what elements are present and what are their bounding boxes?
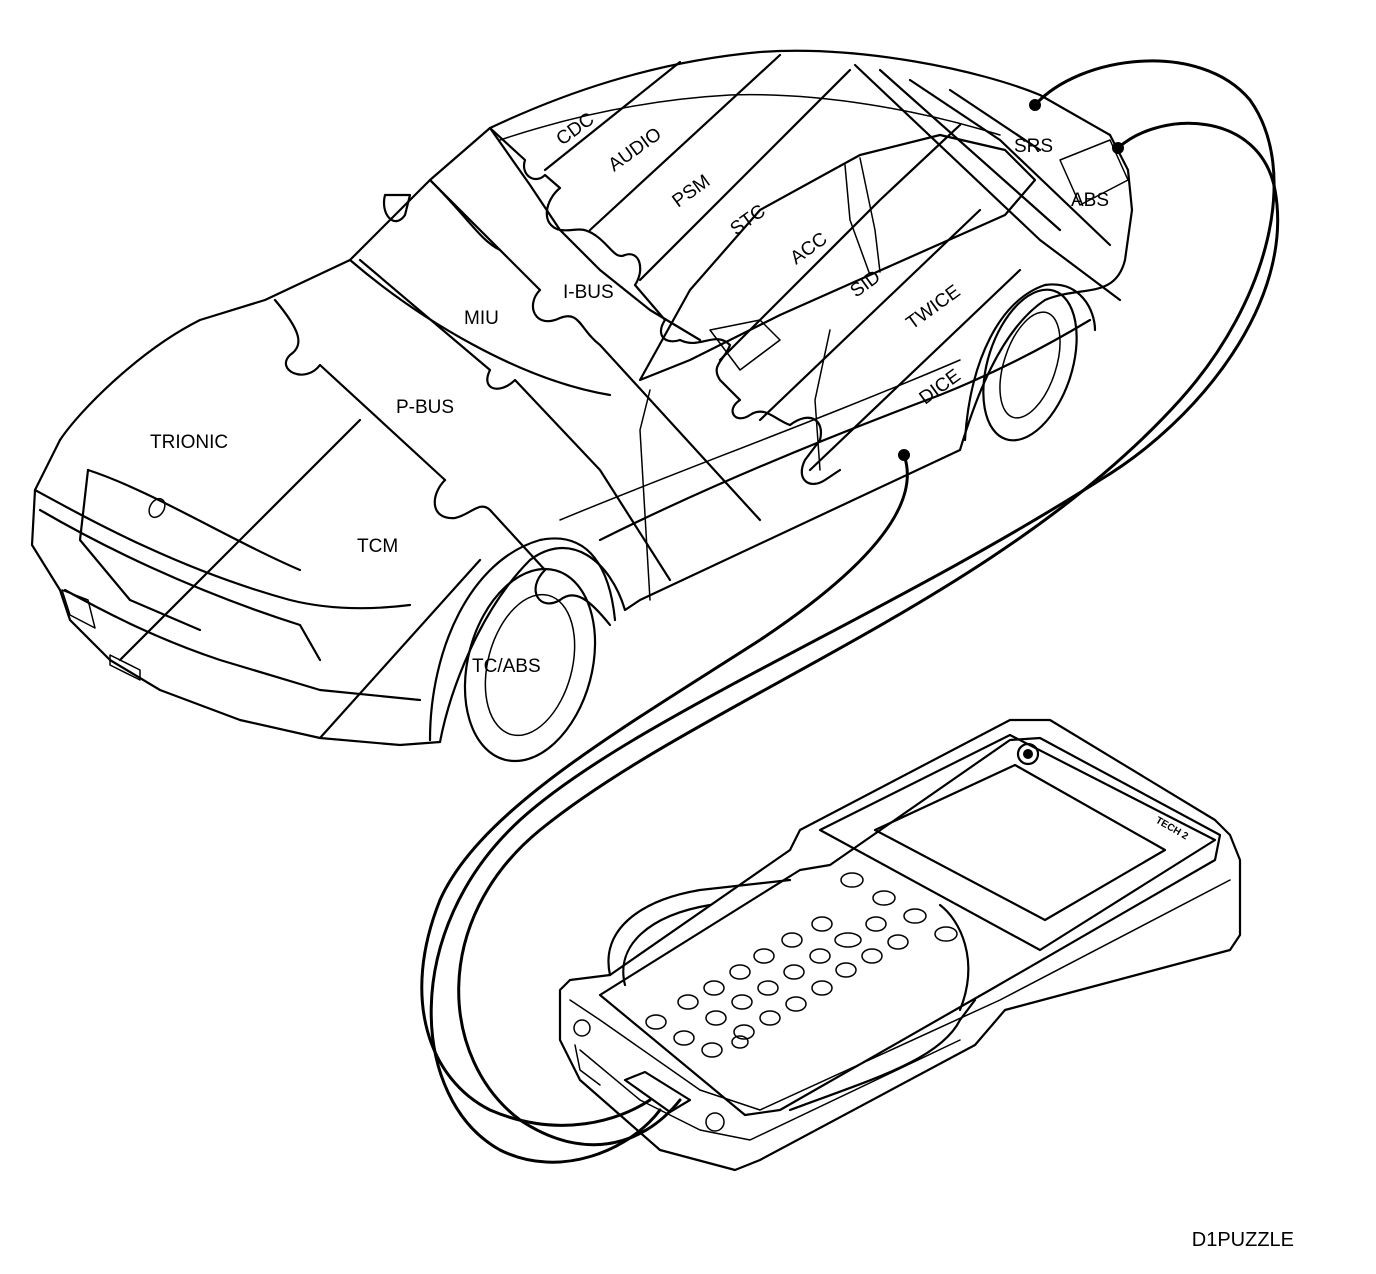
connector-dot-srs	[1029, 99, 1041, 111]
label-abs: ABS	[1071, 190, 1109, 211]
figure-id: D1PUZZLE	[1191, 1229, 1294, 1251]
cable-obd	[420, 453, 909, 1127]
tech2-scan-tool: TECH 2	[558, 718, 1242, 1172]
puzzle-section-lines	[118, 53, 1122, 740]
label-srs: SRS	[1014, 136, 1053, 157]
label-acc: ACC	[787, 228, 832, 269]
cable-abs	[429, 121, 1280, 1164]
label-tcm: TCM	[357, 536, 398, 557]
car-outline	[30, 49, 1134, 763]
cable-srs	[457, 59, 1276, 1147]
label-i-bus: I-BUS	[563, 282, 614, 303]
device-label: TECH 2	[1154, 815, 1191, 843]
label-p-bus: P-BUS	[396, 397, 454, 418]
label-twice: TWICE	[903, 281, 965, 334]
diagnostic-cables	[420, 59, 1280, 1164]
connector-dot-obd	[898, 449, 910, 461]
label-miu: MIU	[464, 308, 499, 329]
label-dice: DICE	[916, 365, 965, 409]
connector-dot-abs	[1112, 142, 1124, 154]
label-psm: PSM	[669, 171, 715, 212]
label-trionic: TRIONIC	[150, 432, 228, 453]
label-stc: STC	[727, 201, 770, 240]
keypad	[645, 872, 958, 1058]
label-tc-abs: TC/ABS	[472, 656, 541, 677]
